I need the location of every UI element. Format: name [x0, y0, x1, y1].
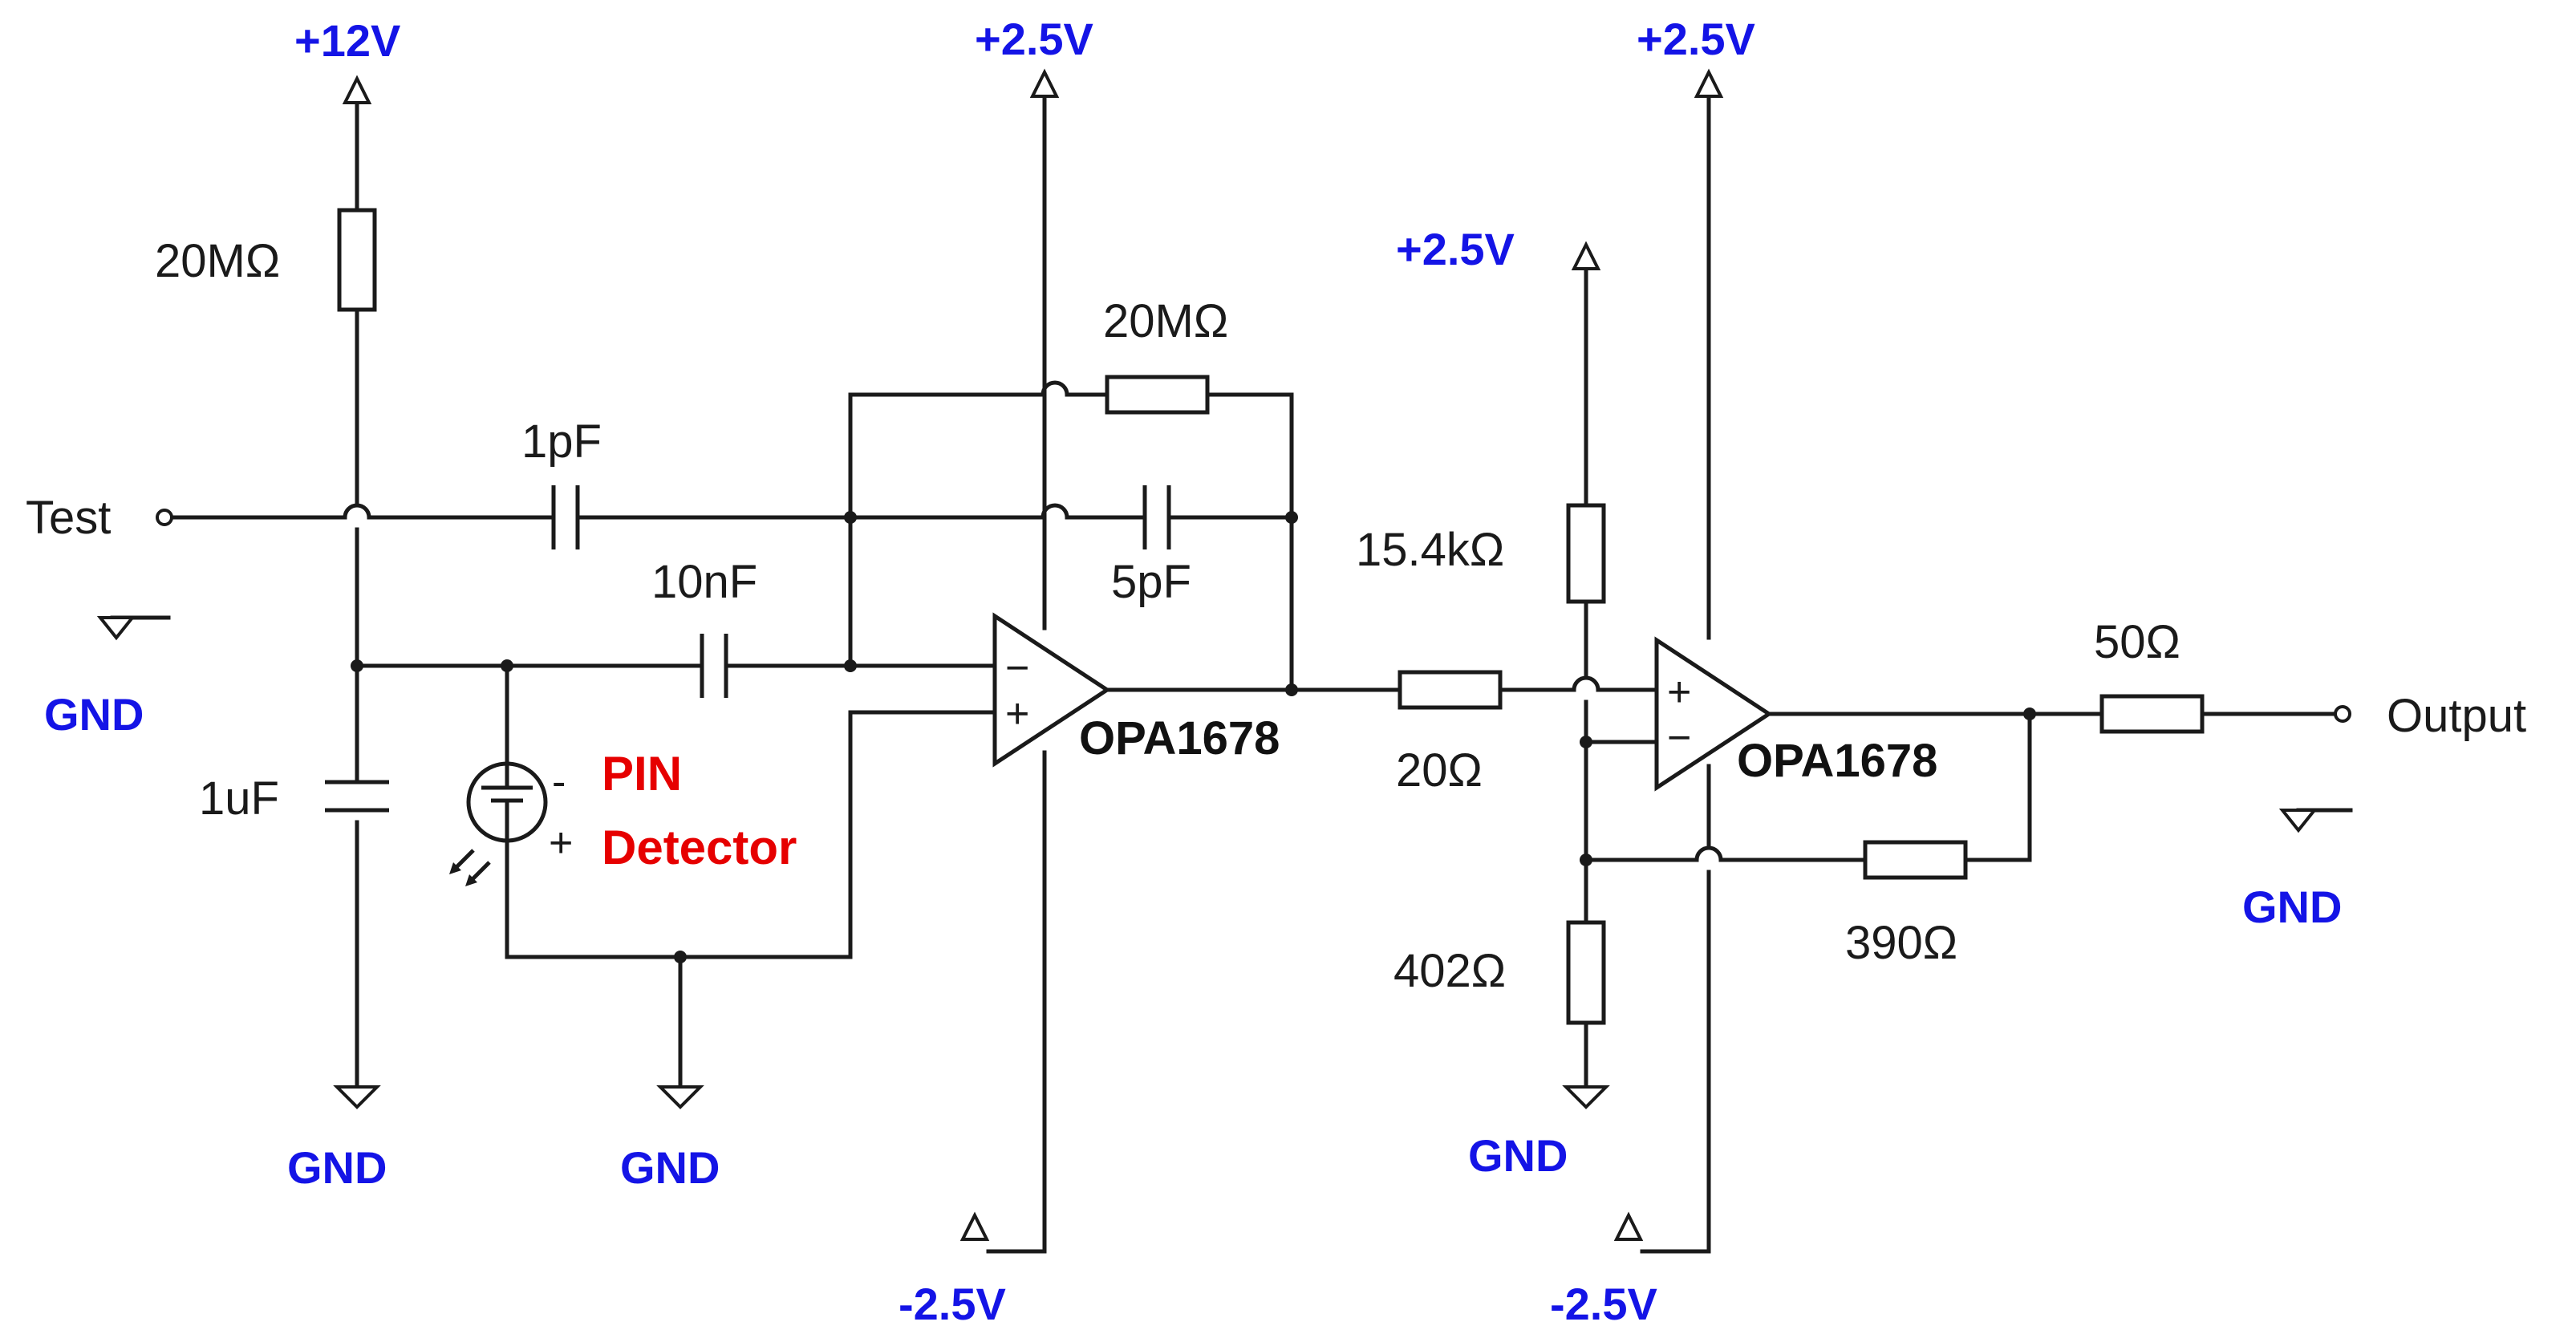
label-r-bottom-divider: 402Ω	[1393, 945, 1506, 997]
label-test-terminal: Test	[26, 492, 111, 544]
label-output-terminal: Output	[2387, 690, 2526, 742]
label-c-feedback: 5pF	[1111, 556, 1191, 608]
label-r-series: 20Ω	[1396, 744, 1483, 797]
resistor-top-divider	[1566, 503, 1606, 604]
output-terminal	[2334, 705, 2351, 723]
rail-label-plus12: +12V	[294, 15, 400, 66]
gnd-label-divider: GND	[1468, 1130, 1568, 1181]
label-c-test: 1pF	[521, 416, 602, 468]
resistor-gain	[1863, 840, 1968, 880]
label-r-feedback: 20MΩ	[1103, 295, 1228, 347]
opamp-2: + −	[1654, 636, 1773, 792]
pin-photodiode-symbol	[449, 761, 548, 886]
test-terminal	[156, 509, 173, 526]
label-r-bias: 20MΩ	[155, 235, 280, 287]
label-detector-cathode: -	[552, 759, 566, 805]
capacitor-test	[551, 485, 580, 549]
opamp-1-inverting-sign: −	[1005, 645, 1029, 691]
resistor-output	[2099, 694, 2205, 734]
label-r-gain: 390Ω	[1845, 917, 1957, 969]
gnd-label-left: GND	[44, 689, 144, 740]
gnd-label-pin: GND	[620, 1142, 720, 1193]
rail-label-plus25-a: +2.5V	[975, 14, 1093, 64]
label-c-bypass: 1uF	[199, 772, 279, 825]
rail-label-plus25-c: +2.5V	[1396, 224, 1515, 274]
gnd-label-cap: GND	[287, 1142, 387, 1193]
opamp-2-noninverting-sign: +	[1667, 669, 1691, 716]
junction-dots	[351, 511, 2036, 963]
resistor-bottom-divider	[1566, 920, 1606, 1025]
resistor-feedback	[1105, 375, 1210, 415]
label-opamp-1: OPA1678	[1079, 712, 1280, 764]
resistor-bias	[337, 208, 377, 312]
ground-arrows	[96, 616, 2318, 1109]
rail-label-minus25-b: -2.5V	[1550, 1279, 1657, 1329]
label-detector-anode: +	[549, 820, 573, 866]
resistor-series	[1398, 670, 1503, 710]
supply-arrows	[342, 68, 1724, 1241]
rail-label-plus25-b: +2.5V	[1637, 14, 1755, 64]
opamp-1: − +	[992, 612, 1111, 768]
label-opamp-2: OPA1678	[1737, 735, 1937, 787]
gnd-label-right: GND	[2242, 882, 2342, 932]
wires	[110, 94, 2353, 1254]
label-r-top-divider: 15.4kΩ	[1356, 524, 1504, 576]
capacitor-feedback	[1142, 485, 1171, 549]
opamp-1-noninverting-sign: +	[1005, 691, 1029, 737]
rail-label-minus25-a: -2.5V	[899, 1279, 1006, 1329]
label-detector-line1: PIN	[602, 747, 682, 801]
label-detector-line2: Detector	[602, 821, 797, 874]
label-r-output: 50Ω	[2094, 616, 2180, 668]
capacitor-coupling	[700, 634, 728, 698]
opamp-2-inverting-sign: −	[1667, 715, 1691, 761]
capacitor-bypass	[325, 780, 389, 813]
label-c-coupling: 10nF	[651, 556, 757, 608]
